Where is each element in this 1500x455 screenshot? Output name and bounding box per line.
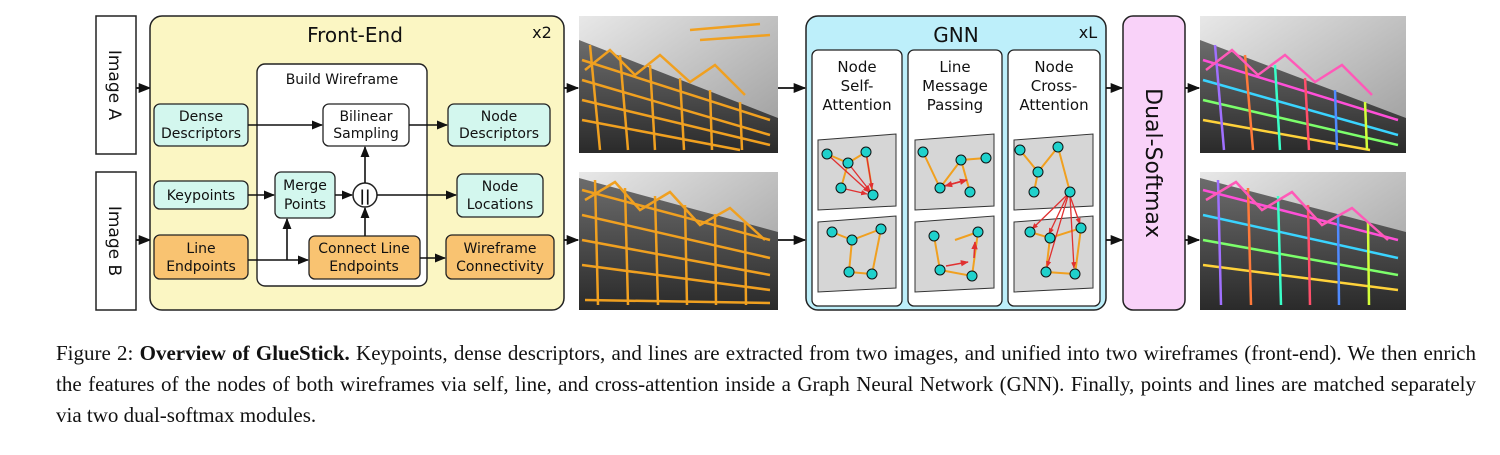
svg-text:Locations: Locations	[467, 197, 534, 213]
svg-text:Descriptors: Descriptors	[459, 126, 539, 142]
svg-text:Node: Node	[1034, 58, 1073, 76]
svg-text:Dense: Dense	[179, 109, 223, 125]
svg-text:Merge: Merge	[283, 178, 327, 194]
svg-text:Node: Node	[837, 58, 876, 76]
dual-softmax-block: Dual-Softmax	[1122, 15, 1186, 311]
svg-text:Descriptors: Descriptors	[161, 126, 241, 142]
image-a-input: Image A	[95, 15, 137, 155]
build-wireframe-label: Build Wireframe	[286, 72, 399, 88]
svg-text:Line: Line	[939, 58, 970, 76]
svg-text:Node: Node	[481, 109, 518, 125]
wireframe-image-b	[579, 172, 778, 310]
gnn-repeat: xL	[1079, 23, 1097, 42]
svg-text:Self-: Self-	[841, 77, 874, 95]
gnn-line-message-passing: Line Message Passing	[907, 49, 1003, 307]
matched-image-b	[1200, 172, 1406, 310]
caption-title: Overview of GlueStick.	[139, 341, 350, 365]
gnn-title: GNN	[933, 23, 978, 47]
svg-text:Points: Points	[284, 197, 326, 213]
caption-label: Figure 2:	[56, 341, 134, 365]
image-a-label: Image A	[104, 50, 124, 121]
svg-text:Attention: Attention	[822, 96, 891, 114]
frontend-title: Front-End	[307, 23, 403, 47]
node-descriptors-box: Node Descriptors	[447, 103, 551, 147]
wireframe-image-a	[579, 16, 778, 153]
merge-points-box: Merge Points	[274, 171, 336, 219]
gnn-panel: GNN xL Node Self- Attention	[805, 15, 1107, 311]
caption-text: Keypoints, dense descriptors, and lines …	[56, 341, 1477, 427]
svg-text:Endpoints: Endpoints	[166, 259, 236, 275]
node-locations-box: Node Locations	[456, 173, 544, 218]
svg-text:||: ||	[360, 187, 371, 206]
svg-text:Attention: Attention	[1019, 96, 1088, 114]
frontend-panel: Front-End x2 Build Wireframe Dense Descr…	[149, 15, 565, 311]
keypoints-box: Keypoints	[153, 180, 249, 210]
figure-caption: Figure 2: Overview of GlueStick. Keypoin…	[56, 338, 1476, 431]
svg-text:Keypoints: Keypoints	[167, 188, 235, 204]
image-b-label: Image B	[104, 206, 124, 276]
svg-text:Wireframe: Wireframe	[463, 241, 536, 257]
bilinear-sampling-box: Bilinear Sampling	[322, 103, 410, 147]
line-endpoints-box: Line Endpoints	[153, 234, 249, 280]
frontend-arrows	[248, 120, 458, 265]
svg-text:Cross-: Cross-	[1031, 77, 1078, 95]
concat-node: ||	[352, 182, 378, 208]
gnn-node-cross-attention: Node Cross- Attention	[1007, 49, 1101, 307]
frontend-repeat: x2	[532, 23, 552, 42]
svg-text:Bilinear: Bilinear	[339, 109, 392, 125]
svg-text:Connect Line: Connect Line	[318, 241, 410, 257]
wireframe-connectivity-box: Wireframe Connectivity	[445, 234, 555, 280]
svg-text:Message: Message	[922, 77, 988, 95]
dual-softmax-label: Dual-Softmax	[1140, 88, 1165, 238]
svg-text:Endpoints: Endpoints	[329, 259, 399, 275]
svg-text:Line: Line	[186, 241, 215, 257]
dense-descriptors-box: Dense Descriptors	[153, 103, 249, 147]
svg-text:Connectivity: Connectivity	[456, 259, 544, 275]
matched-image-a	[1200, 16, 1406, 153]
image-b-input: Image B	[95, 171, 137, 311]
svg-text:Passing: Passing	[927, 96, 983, 114]
svg-text:Sampling: Sampling	[333, 126, 399, 142]
gnn-node-self-attention: Node Self- Attention	[811, 49, 903, 307]
connect-line-endpoints-box: Connect Line Endpoints	[308, 235, 421, 280]
gluestick-diagram: Image A Image B Front-End x2 Build Wiref…	[95, 15, 1406, 311]
svg-text:Node: Node	[482, 179, 519, 195]
